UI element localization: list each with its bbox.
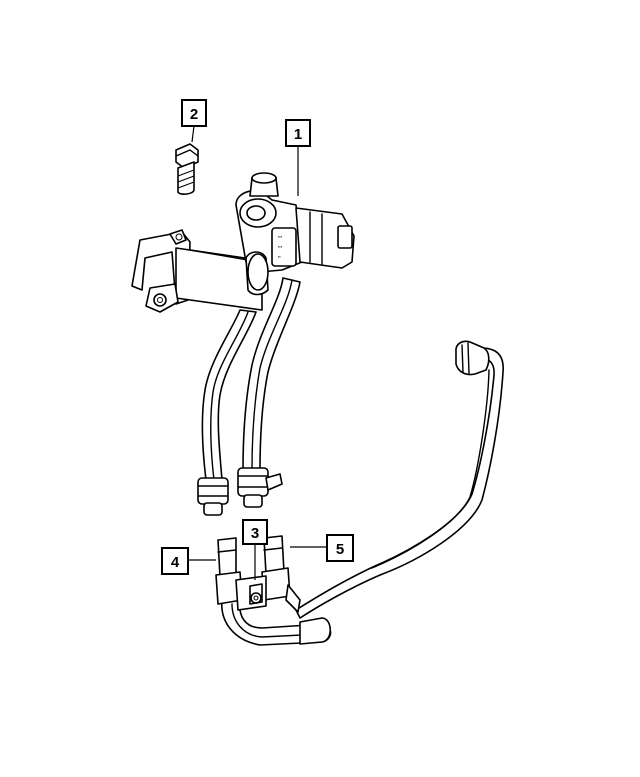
- callout-4: 4: [161, 547, 189, 575]
- callout-4-label: 4: [171, 554, 180, 571]
- svg-text:▪▪▪: ▪▪▪: [278, 234, 283, 239]
- svg-text:▪▪▪: ▪▪▪: [278, 244, 283, 249]
- callout-3: 3: [242, 519, 268, 545]
- callout-2: 2: [181, 99, 207, 127]
- purge-solenoid-valve: ▪▪▪ ▪▪▪ ▪▪: [235, 172, 355, 296]
- callout-1: 1: [285, 119, 311, 147]
- long-vapor-tube: [295, 340, 504, 619]
- lower-junction: [215, 535, 332, 646]
- callout-5-label: 5: [336, 541, 344, 558]
- svg-text:▪▪: ▪▪: [278, 254, 281, 259]
- hose-clamp-right: [237, 467, 283, 508]
- leader-2: [191, 125, 195, 143]
- hose-clamp-left: [197, 477, 229, 516]
- callout-2-label: 2: [190, 106, 198, 123]
- bolt: [175, 143, 199, 195]
- mounting-bracket: [131, 229, 263, 313]
- callout-3-label: 3: [251, 525, 259, 542]
- callout-1-label: 1: [294, 126, 302, 143]
- callout-5: 5: [326, 534, 354, 562]
